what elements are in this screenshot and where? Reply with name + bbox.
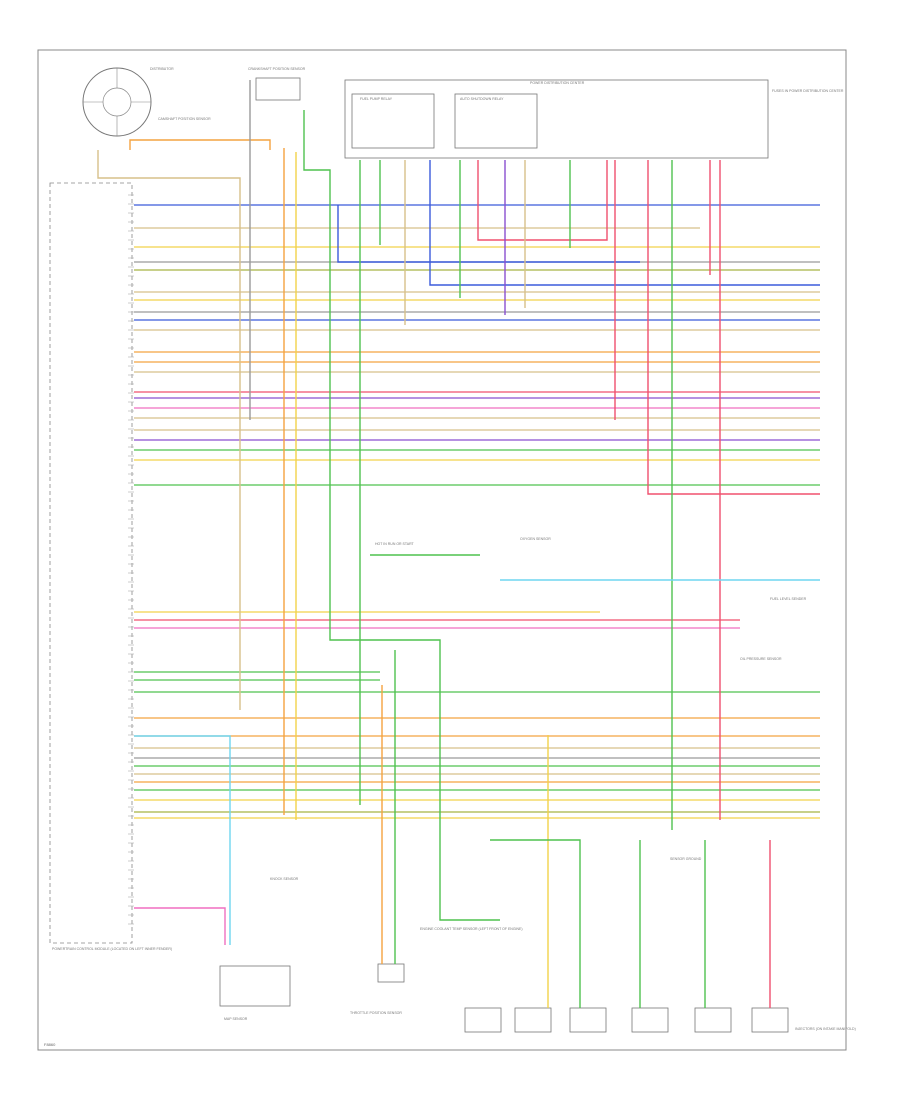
trunk-wire — [303, 110, 500, 921]
throttle-sensor-label: THROTTLE POSITION SENSOR — [350, 1011, 402, 1015]
pcm-pin-column — [128, 194, 134, 925]
o2-sensor-label: OXYGEN SENSOR — [520, 537, 551, 541]
pdc-label: POWER DISTRIBUTION CENTER — [530, 81, 585, 85]
diagram-frame — [37, 49, 847, 1051]
hot-in-note: HOT IN RUN OR START — [375, 542, 415, 546]
ect-sensor: ENGINE COOLANT TEMP SENSOR (LEFT FRONT O… — [420, 927, 523, 931]
distributor-label: DISTRIBUTOR — [150, 67, 174, 71]
trunk-wire — [490, 839, 581, 1008]
oil-sensor-label: OIL PRESSURE SENSOR — [740, 657, 782, 661]
ect-sensor-label: ENGINE COOLANT TEMP SENSOR (LEFT FRONT O… — [420, 927, 523, 931]
fuel-pump-relay-label: FUEL PUMP RELAY — [360, 97, 393, 101]
fuel-sender-label: FUEL LEVEL SENDER — [770, 597, 807, 601]
map-sensor: MAP SENSOR — [219, 965, 291, 1021]
o2-sensor: OXYGEN SENSOR — [520, 537, 551, 541]
asd-relay — [454, 93, 538, 149]
fuel-sender: FUEL LEVEL SENDER — [770, 597, 807, 601]
crank-sensor-label: CRANKSHAFT POSITION SENSOR — [248, 67, 306, 71]
trunk-wire — [337, 205, 640, 263]
hot-in-label: HOT IN RUN OR START — [375, 542, 415, 546]
knock-sensor: KNOCK SENSOR — [270, 877, 299, 881]
trunk-wire — [134, 735, 231, 945]
crank-sensor-connector: CRANKSHAFT POSITION SENSOR — [248, 67, 306, 101]
trunk-wire — [97, 150, 241, 710]
knock-sensor-label: KNOCK SENSOR — [270, 877, 299, 881]
injector-connectors: INJECTORS (ON INTAKE MANIFOLD) — [464, 1007, 856, 1033]
trunk-wire — [477, 160, 608, 241]
fuel-pump-relay — [351, 93, 435, 149]
sensor-ground: SENSOR GROUND — [670, 857, 702, 861]
trunk-wire — [134, 907, 226, 945]
trunk-wire — [429, 160, 820, 286]
power-distribution-center: POWER DISTRIBUTION CENTER FUEL PUMP RELA… — [344, 79, 844, 159]
camshaft-sensor-label: CAMSHAFT POSITION SENSOR — [158, 117, 211, 121]
pdc-note: FUSES IN POWER DISTRIBUTION CENTER — [772, 89, 844, 93]
distributor: DISTRIBUTOR CAMSHAFT POSITION SENSOR — [82, 67, 211, 137]
trunk-wire — [129, 139, 271, 150]
corner-label: F8860 — [44, 1042, 56, 1047]
trunk-wire — [647, 160, 820, 495]
pcm-label: POWERTRAIN CONTROL MODULE (LOCATED ON LE… — [52, 947, 172, 951]
map-sensor-label: MAP SENSOR — [224, 1017, 248, 1021]
oil-sensor: OIL PRESSURE SENSOR — [740, 657, 782, 661]
throttle-sensor: THROTTLE POSITION SENSOR — [350, 963, 405, 1015]
injectors-label: INJECTORS (ON INTAKE MANIFOLD) — [795, 1027, 856, 1031]
asd-relay-label: AUTO SHUTDOWN RELAY — [460, 97, 504, 101]
wire-harness — [97, 80, 820, 1008]
pcm-module: POWERTRAIN CONTROL MODULE (LOCATED ON LE… — [49, 182, 172, 951]
sensor-ground-label: SENSOR GROUND — [670, 857, 702, 861]
